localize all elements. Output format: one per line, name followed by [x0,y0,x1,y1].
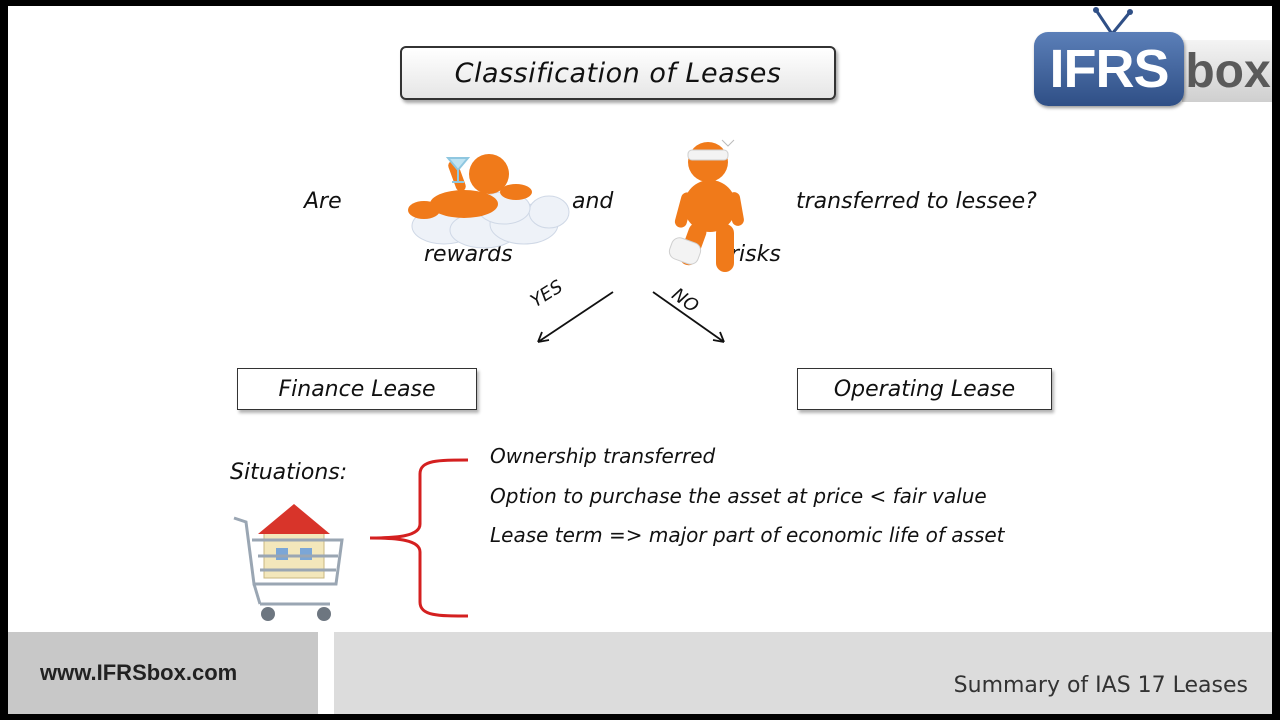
tv-antenna-icon [1093,7,1133,35]
situation-item: Ownership transferred [490,444,716,468]
question-transferred: transferred to lessee? [796,189,1037,214]
label-risks: risks [730,242,781,267]
operating-lease-box: Operating Lease [797,368,1052,410]
logo-ifrs-text: IFRS [1034,32,1184,106]
situation-item: Lease term => major part of economic lif… [490,523,1005,547]
footer-subtitle-text: Summary of IAS 17 Leases [953,673,1248,698]
footer-subtitle: Summary of IAS 17 Leases [334,632,1272,714]
yes-arrow [537,291,614,343]
no-arrow [652,291,725,343]
question-and: and [572,189,614,214]
slide-title: Classification of Leases [400,46,836,100]
man-relaxing-on-cloud-icon [408,154,570,249]
ifrsbox-logo: box IFRS [1032,6,1272,110]
question-are: Are [304,189,342,214]
house-in-shopping-cart-icon [233,504,344,621]
logo-box-text: box [1182,40,1272,102]
situation-item: Option to purchase the asset at price < … [490,484,987,508]
red-brace [369,458,469,618]
situations-label: Situations: [230,460,348,485]
slide: Classification of Leases box IFRS Are an… [8,6,1272,714]
footer-website[interactable]: www.IFRSbox.com [8,632,318,714]
finance-lease-box: Finance Lease [237,368,477,410]
branch-arrows [537,291,725,343]
injured-man-icon [668,139,744,272]
